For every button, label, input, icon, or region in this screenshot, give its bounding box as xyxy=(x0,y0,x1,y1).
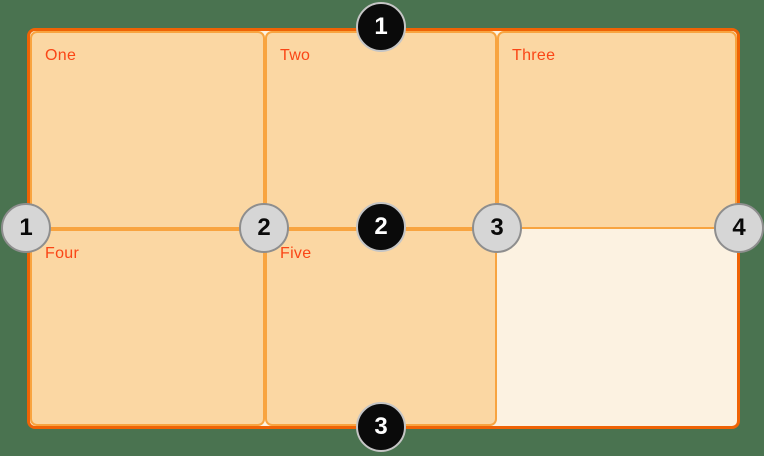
column-line-marker-4: 4 xyxy=(714,203,764,253)
grid-cell-two: Two xyxy=(265,31,497,229)
grid-cell-five-label: Five xyxy=(280,244,312,262)
grid-cell-three: Three xyxy=(497,31,737,229)
grid: One Two Three Four Five xyxy=(30,31,737,426)
grid-container: One Two Three Four Five xyxy=(27,28,740,429)
row-line-marker-2-label: 2 xyxy=(374,213,388,240)
grid-cell-one-label: One xyxy=(45,47,77,64)
row-line-marker-3-label: 3 xyxy=(374,413,388,440)
grid-cell-one: One xyxy=(30,31,265,229)
row-line-marker-3: 3 xyxy=(356,402,406,452)
row-line-marker-1-label: 1 xyxy=(374,13,388,40)
grid-cell-two-label: Two xyxy=(280,47,311,64)
column-line-marker-2: 2 xyxy=(239,203,289,253)
row-line-marker-1: 1 xyxy=(356,2,406,52)
grid-cell-four: Four xyxy=(30,228,265,426)
column-line-marker-4-label: 4 xyxy=(732,214,746,241)
column-line-marker-1: 1 xyxy=(1,203,51,253)
column-line-marker-3-label: 3 xyxy=(490,214,504,241)
row-line-marker-2: 2 xyxy=(356,202,406,252)
grid-cell-three-label: Three xyxy=(512,47,556,64)
grid-cell-five: Five xyxy=(265,228,497,426)
column-line-marker-1-label: 1 xyxy=(19,214,33,241)
grid-cell-four-label: Four xyxy=(45,244,80,262)
grid-cell-empty xyxy=(497,229,737,427)
column-line-marker-3: 3 xyxy=(472,203,522,253)
column-line-marker-2-label: 2 xyxy=(257,214,271,241)
